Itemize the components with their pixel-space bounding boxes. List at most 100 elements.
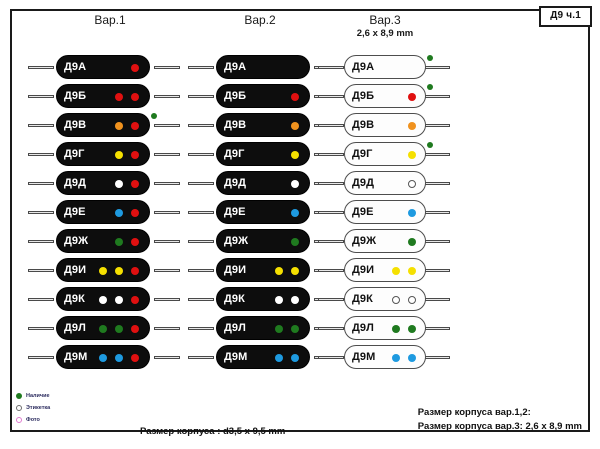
color-dot-red — [131, 209, 139, 217]
legend-label: Фото — [26, 417, 40, 423]
color-dot-red — [131, 325, 139, 333]
color-dot-orange — [291, 122, 299, 130]
diode-body: Д9Е — [216, 200, 310, 224]
component-row[interactable]: Д9К — [318, 287, 450, 316]
color-dot-yellow — [291, 267, 299, 275]
color-code-dots — [291, 172, 299, 196]
component-row[interactable]: Д9Б — [188, 84, 340, 113]
column-header-var3-size: 2,6 x 8,9 mm — [356, 28, 414, 40]
diode-body: Д9Б — [216, 84, 310, 108]
color-dot-red — [131, 122, 139, 130]
lead-left — [28, 356, 54, 359]
diode-symbol: Д9Б — [188, 84, 340, 108]
component-row[interactable]: Д9Л — [188, 316, 340, 345]
diode-label: Д9Д — [352, 176, 375, 189]
color-code-dots — [115, 230, 139, 254]
component-row[interactable]: Д9Д — [318, 171, 450, 200]
color-dot-blue — [275, 354, 283, 362]
color-dot-green — [408, 238, 416, 246]
component-row[interactable]: Д9В — [318, 113, 450, 142]
lead-left — [188, 356, 214, 359]
color-dot-red — [131, 93, 139, 101]
diode-body: Д9В — [56, 113, 150, 137]
component-row[interactable]: Д9Б — [28, 84, 180, 113]
component-row[interactable]: Д9А — [188, 55, 340, 84]
title-block-label: Д9 ч.1 — [550, 10, 581, 21]
component-row[interactable]: Д9М — [28, 345, 180, 374]
component-row[interactable]: Д9М — [318, 345, 450, 374]
color-code-dots — [99, 317, 139, 341]
component-row[interactable]: Д9И — [28, 258, 180, 287]
diode-label: Д9В — [352, 118, 375, 131]
color-dot-blue — [392, 354, 400, 362]
component-row[interactable]: Д9Д — [28, 171, 180, 200]
lead-right — [424, 269, 450, 272]
component-row[interactable]: Д9Л — [28, 316, 180, 345]
color-code-dots — [408, 85, 416, 109]
component-row[interactable]: Д9Ж — [28, 229, 180, 258]
diode-body: Д9А — [56, 55, 150, 79]
color-dot-white — [392, 296, 400, 304]
color-code-dots — [408, 201, 416, 225]
lead-left — [318, 327, 344, 330]
diode-label: Д9М — [224, 350, 248, 363]
lead-left — [28, 153, 54, 156]
legend-label: Этикетка — [26, 405, 51, 411]
diode-symbol: Д9Е — [28, 200, 180, 224]
diode-symbol: Д9Ж — [318, 229, 450, 253]
diode-body: Д9К — [56, 287, 150, 311]
component-row[interactable]: Д9Л — [318, 316, 450, 345]
diode-symbol: Д9Г — [318, 142, 450, 166]
lead-left — [318, 153, 344, 156]
color-dot-blue — [408, 209, 416, 217]
lead-left — [188, 269, 214, 272]
component-row[interactable]: Д9К — [188, 287, 340, 316]
lead-right — [424, 240, 450, 243]
diode-body: Д9Ж — [344, 229, 426, 253]
color-dot-green — [275, 325, 283, 333]
diode-label: Д9Е — [224, 205, 246, 218]
color-code-dots — [291, 201, 299, 225]
diode-body: Д9Б — [56, 84, 150, 108]
lead-left — [318, 124, 344, 127]
legend-item: Наличие — [16, 391, 50, 401]
component-row[interactable]: Д9А — [318, 55, 450, 84]
lead-right — [154, 211, 180, 214]
lead-right — [154, 269, 180, 272]
component-row[interactable]: Д9М — [188, 345, 340, 374]
diode-label: Д9Д — [224, 176, 247, 189]
lead-left — [188, 153, 214, 156]
component-row[interactable]: Д9Г — [28, 142, 180, 171]
diode-body: Д9Д — [56, 171, 150, 195]
diode-label: Д9И — [224, 263, 247, 276]
color-code-dots — [392, 317, 416, 341]
color-code-dots — [99, 259, 139, 283]
color-code-dots — [408, 172, 416, 196]
component-row[interactable]: Д9А — [28, 55, 180, 84]
component-row[interactable]: Д9Г — [318, 142, 450, 171]
diode-body: Д9И — [56, 258, 150, 282]
component-row[interactable]: Д9Д — [188, 171, 340, 200]
diode-body: Д9А — [344, 55, 426, 79]
component-row[interactable]: Д9Г — [188, 142, 340, 171]
diode-body: Д9Л — [344, 316, 426, 340]
color-code-dots — [392, 259, 416, 283]
component-row[interactable]: Д9Е — [28, 200, 180, 229]
diode-symbol: Д9К — [188, 287, 340, 311]
component-row[interactable]: Д9И — [318, 258, 450, 287]
diode-body: Д9Ж — [216, 229, 310, 253]
color-code-dots — [408, 143, 416, 167]
diode-label: Д9В — [224, 118, 247, 131]
component-row[interactable]: Д9Б — [318, 84, 450, 113]
diode-symbol: Д9И — [28, 258, 180, 282]
component-row[interactable]: Д9В — [28, 113, 180, 142]
color-code-dots — [408, 114, 416, 138]
component-row[interactable]: Д9Ж — [188, 229, 340, 258]
component-row[interactable]: Д9Е — [318, 200, 450, 229]
component-row[interactable]: Д9Ж — [318, 229, 450, 258]
lead-left — [188, 240, 214, 243]
color-code-dots — [99, 346, 139, 370]
component-row[interactable]: Д9К — [28, 287, 180, 316]
diode-label: Д9Ж — [224, 234, 249, 247]
